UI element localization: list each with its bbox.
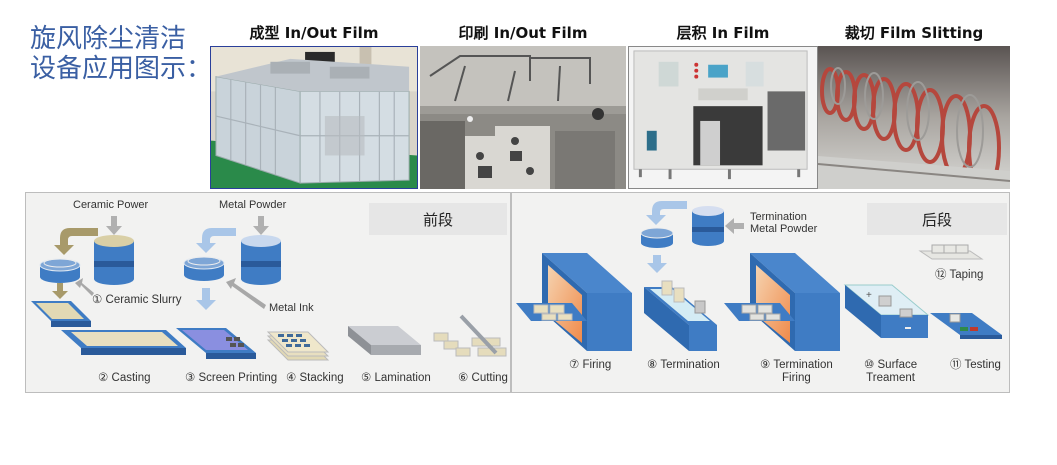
step-9-termination-firing: ⑨ Termination Firing <box>760 359 833 384</box>
ceramic-silo-icon <box>94 235 134 285</box>
heading-line-2: 设备应用图示： <box>30 54 213 84</box>
photo-label-forming: 成型 In/Out Film <box>249 24 379 42</box>
minus-sign-icon <box>905 327 911 329</box>
metal-powder-arrow-icon <box>253 216 269 235</box>
back-stage-diagram: + <box>516 201 1002 351</box>
tan-curved-arrow-icon <box>54 228 98 255</box>
termination-curved-arrow-icon <box>646 201 687 225</box>
front-stage-panel: 前段 <box>25 192 511 393</box>
firing-kiln-icon <box>516 253 632 351</box>
casting-machine-icon <box>31 301 186 355</box>
photo-label-printing: 印刷 In/Out Film <box>458 24 588 42</box>
step-11-testing: ⑪ Testing <box>950 359 1001 371</box>
photo-label-stacking: 层积 In Film <box>676 24 770 42</box>
screen-print-arrow-icon <box>196 288 216 310</box>
step-7-firing: ⑦ Firing <box>569 359 612 371</box>
ceramic-power-arrow-icon <box>106 216 122 235</box>
step-10-surface-treatment: ⑩ Surface Treament <box>864 359 918 384</box>
ceramic-mixer-icon <box>39 258 81 283</box>
back-stage-panel: 后段 <box>511 192 1010 393</box>
step-3-screen-printing: ③ Screen Printing <box>185 372 278 384</box>
metal-mixer-icon <box>183 256 225 281</box>
termination-metal-powder-label: Termination Metal Powder <box>750 211 818 235</box>
heading-line-1: 旋风除尘清洁 <box>30 24 187 54</box>
plus-sign-icon: + <box>866 290 872 301</box>
testing-board-icon <box>930 313 1002 339</box>
metal-silo-icon <box>241 235 281 285</box>
step-2-casting: ② Casting <box>98 372 151 384</box>
termination-down-arrow-icon <box>647 255 667 273</box>
metal-powder-label: Metal Powder <box>219 199 287 211</box>
photo-slitting-machine <box>818 46 1010 189</box>
termination-powder-arrow-icon <box>725 218 744 234</box>
termination-silo-icon <box>692 206 724 246</box>
step-4-stacking: ④ Stacking <box>286 372 344 384</box>
step-8-termination: ⑧ Termination <box>647 359 720 371</box>
tan-down-arrow-icon <box>52 283 68 299</box>
slurry-arrow-icon <box>75 278 94 296</box>
step-1-ceramic-slurry: ① Ceramic Slurry <box>92 294 182 306</box>
step-12-taping: ⑫ Taping <box>935 269 984 281</box>
taping-strip-icon <box>918 244 984 260</box>
metal-ink-label: Metal Ink <box>269 302 314 314</box>
ceramic-power-label: Ceramic Power <box>73 199 149 211</box>
photo-forming-machine <box>210 46 418 189</box>
termination-firing-kiln-icon <box>724 253 840 351</box>
cutting-blocks-icon <box>433 314 507 357</box>
photo-lamination-machine <box>628 46 818 189</box>
front-stage-tag: 前段 <box>369 203 507 235</box>
back-stage-tag: 后段 <box>867 203 1007 235</box>
metal-ink-arrow-icon <box>226 278 266 309</box>
termination-tray-icon <box>644 280 717 351</box>
surface-treatment-tank-icon: + <box>843 284 930 338</box>
termination-dipper-icon <box>640 227 674 248</box>
page-heading: 旋风除尘清洁 设备应用图示： <box>30 24 212 84</box>
photo-printing-machine <box>420 46 626 189</box>
metal-curved-arrow-icon <box>196 228 236 253</box>
step-5-lamination: ⑤ Lamination <box>361 372 431 384</box>
lamination-block-icon <box>348 326 421 355</box>
photo-label-slitting: 裁切 Film Slitting <box>844 24 984 42</box>
front-stage-diagram <box>31 216 507 361</box>
step-6-cutting: ⑥ Cutting <box>458 372 508 384</box>
stacking-sheets-icon <box>266 331 330 361</box>
